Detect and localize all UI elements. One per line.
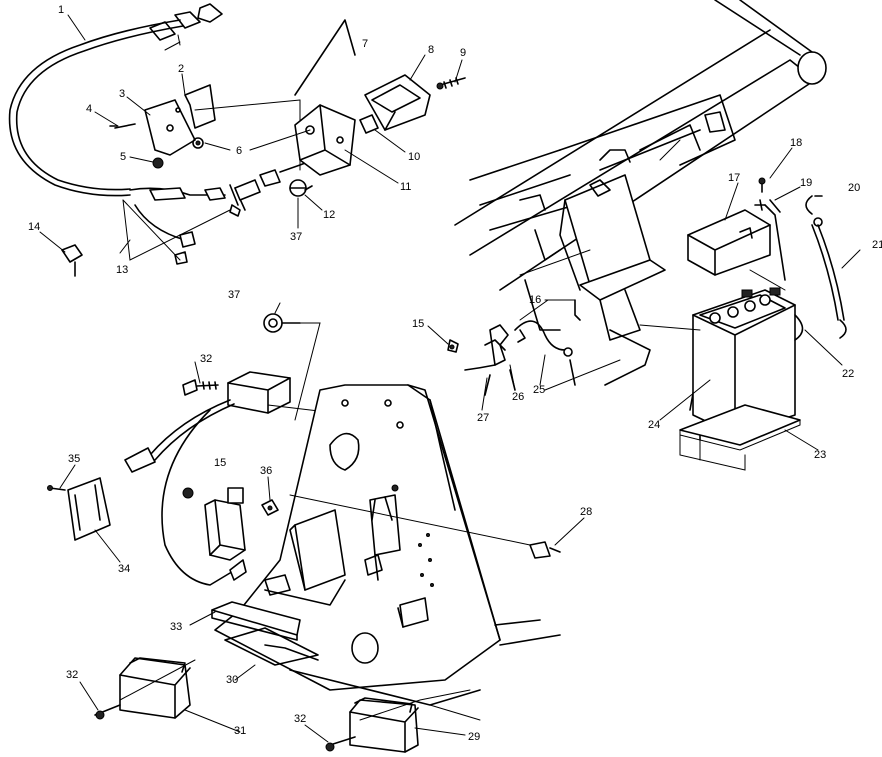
callout-14: 14 <box>28 221 40 233</box>
callout-5: 5 <box>120 151 126 163</box>
callout-11: 11 <box>400 181 411 193</box>
callout-37-lower: 37 <box>228 289 240 301</box>
callout-13: 13 <box>116 264 128 276</box>
callout-1: 1 <box>58 4 64 16</box>
callout-25: 25 <box>533 384 545 396</box>
callout-labels: 1 2 3 4 5 6 7 8 9 10 11 12 13 14 37 37 3… <box>28 4 882 743</box>
callout-27: 27 <box>477 412 489 424</box>
callout-24: 24 <box>648 419 660 431</box>
callout-2: 2 <box>178 63 184 75</box>
callout-15-left: 15 <box>214 457 226 469</box>
callout-20: 20 <box>848 182 860 194</box>
battery-group <box>639 177 847 471</box>
callout-36: 36 <box>260 465 272 477</box>
harness-group <box>8 3 466 277</box>
callout-32-left: 32 <box>66 669 78 681</box>
callout-8: 8 <box>428 44 434 56</box>
callout-35: 35 <box>68 453 80 465</box>
callout-3: 3 <box>119 88 125 100</box>
callout-30: 30 <box>226 674 238 686</box>
callout-6: 6 <box>236 145 242 157</box>
callout-32-bottom: 32 <box>294 713 306 725</box>
callout-33: 33 <box>170 621 182 633</box>
callout-22: 22 <box>842 368 854 380</box>
callout-15-right: 15 <box>412 318 424 330</box>
callout-34: 34 <box>118 563 130 575</box>
callout-23: 23 <box>814 449 826 461</box>
callout-19: 19 <box>800 177 812 189</box>
electrical-plate-group <box>47 313 561 753</box>
callout-28: 28 <box>580 506 592 518</box>
callout-21: 21 <box>872 239 882 251</box>
callout-29: 29 <box>468 731 480 743</box>
callout-10: 10 <box>408 151 420 163</box>
callout-4: 4 <box>86 103 92 115</box>
callout-26: 26 <box>512 391 524 403</box>
callout-37-upper: 37 <box>290 231 302 243</box>
vehicle-frame <box>454 0 827 441</box>
callout-18: 18 <box>790 137 802 149</box>
callout-16: 16 <box>529 294 541 306</box>
callout-9: 9 <box>460 47 466 59</box>
callout-31: 31 <box>234 725 246 737</box>
callout-12: 12 <box>323 209 335 221</box>
callout-32-upper: 32 <box>200 353 212 365</box>
callout-7: 7 <box>362 38 368 50</box>
callout-17: 17 <box>728 172 740 184</box>
relay-bracket-group <box>447 299 581 396</box>
leader-lines <box>39 14 861 743</box>
